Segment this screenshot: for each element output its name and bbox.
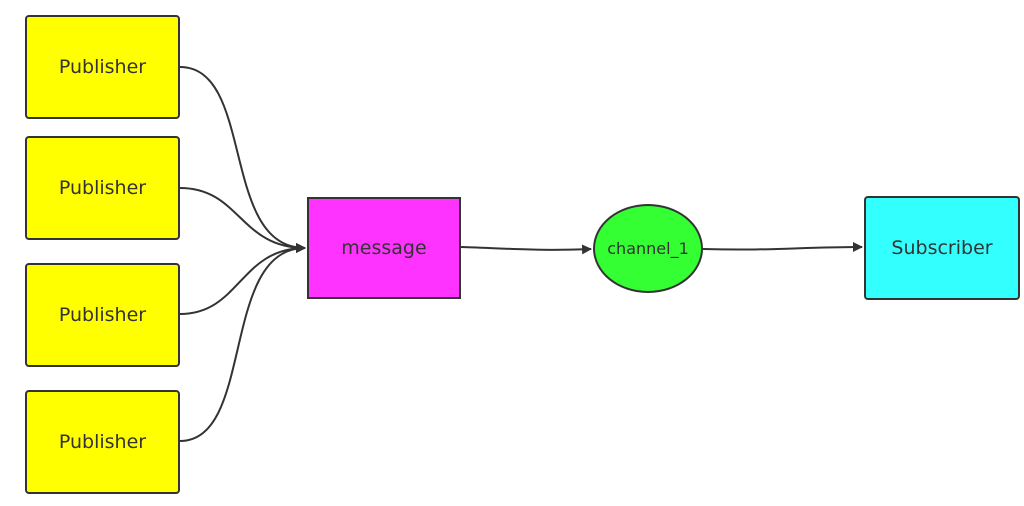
message-node[interactable]: message xyxy=(307,197,461,299)
edge-publisher-2-to-message xyxy=(179,187,306,253)
channel-node[interactable]: channel_1 xyxy=(593,204,703,293)
publisher-node-3[interactable]: Publisher xyxy=(25,263,180,367)
edge-channel-to-subscriber xyxy=(702,242,863,253)
edge-publisher-3-to-message xyxy=(179,243,306,315)
edge-message-to-channel xyxy=(460,244,592,255)
publisher-node-1[interactable]: Publisher xyxy=(25,15,180,119)
subscriber-node[interactable]: Subscriber xyxy=(864,196,1020,300)
publisher-node-2[interactable]: Publisher xyxy=(25,136,180,240)
publisher-label: Publisher xyxy=(58,304,147,326)
channel-label: channel_1 xyxy=(607,239,689,258)
publisher-label: Publisher xyxy=(58,56,147,78)
publisher-label: Publisher xyxy=(58,177,147,199)
subscriber-label: Subscriber xyxy=(891,237,993,259)
publisher-label: Publisher xyxy=(58,431,147,453)
message-label: message xyxy=(341,237,427,259)
edge-publisher-1-to-message xyxy=(179,66,306,253)
publisher-node-4[interactable]: Publisher xyxy=(25,390,180,494)
edge-publisher-4-to-message xyxy=(179,243,306,442)
